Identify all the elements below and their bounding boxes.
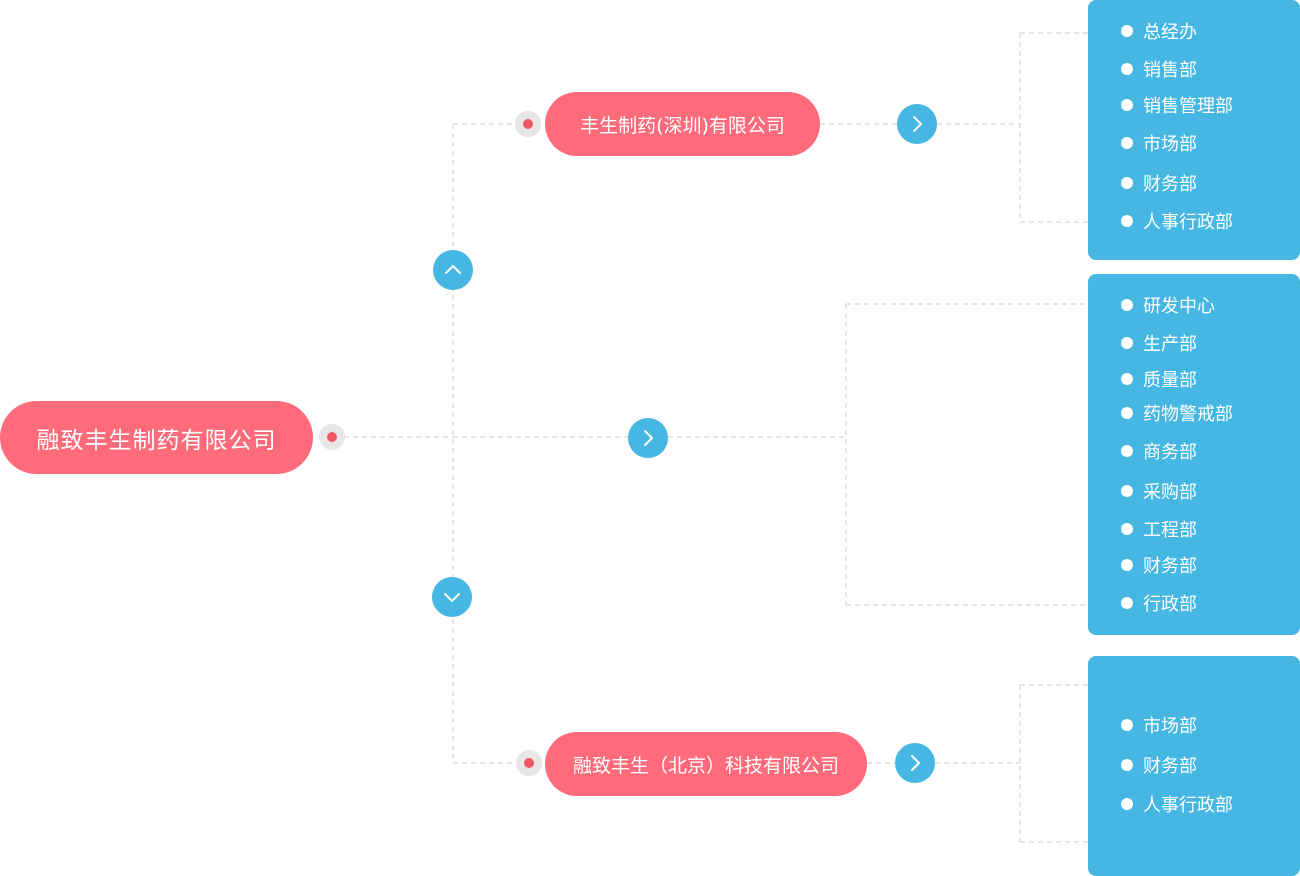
scroll-up-button[interactable] — [433, 250, 473, 290]
bullet-icon — [1121, 407, 1133, 419]
root-connector-dot — [319, 424, 345, 450]
department-label: 行政部 — [1143, 594, 1197, 615]
department-item[interactable]: 工程部 — [1121, 516, 1197, 542]
department-item[interactable]: 质量部 — [1121, 366, 1197, 392]
root-company-node[interactable]: 融致丰生制药有限公司 — [0, 401, 313, 474]
branch-3-department-panel: 市场部 财务部 人事行政部 — [1088, 656, 1300, 876]
department-item[interactable]: 采购部 — [1121, 478, 1197, 504]
department-label: 人事行政部 — [1143, 212, 1233, 233]
department-label: 质量部 — [1143, 370, 1197, 391]
department-label: 财务部 — [1143, 756, 1197, 777]
branch-1-company-label: 丰生制药(深圳)有限公司 — [580, 114, 785, 137]
department-item[interactable]: 销售管理部 — [1121, 92, 1233, 118]
bullet-icon — [1121, 299, 1133, 311]
bullet-icon — [1121, 597, 1133, 609]
department-item[interactable]: 研发中心 — [1121, 292, 1215, 318]
bullet-icon — [1121, 485, 1133, 497]
department-label: 生产部 — [1143, 334, 1197, 355]
department-item[interactable]: 财务部 — [1121, 752, 1197, 778]
department-label: 总经办 — [1143, 22, 1197, 43]
branch-1-company-node[interactable]: 丰生制药(深圳)有限公司 — [545, 92, 820, 156]
department-label: 人事行政部 — [1143, 795, 1233, 816]
department-item[interactable]: 总经办 — [1121, 18, 1197, 44]
department-item[interactable]: 市场部 — [1121, 712, 1197, 738]
department-label: 销售管理部 — [1143, 96, 1233, 117]
department-label: 销售部 — [1143, 60, 1197, 81]
department-item[interactable]: 人事行政部 — [1121, 208, 1233, 234]
branch-2-expand-button[interactable] — [628, 418, 668, 458]
bullet-icon — [1121, 559, 1133, 571]
branch-2-department-panel: 研发中心 生产部 质量部 药物警戒部 商务部 采购部 工程部 财务部 — [1088, 274, 1300, 635]
chevron-right-icon — [911, 755, 920, 771]
department-label: 研发中心 — [1143, 296, 1215, 317]
department-label: 财务部 — [1143, 174, 1197, 195]
department-label: 商务部 — [1143, 442, 1197, 463]
bullet-icon — [1121, 798, 1133, 810]
department-item[interactable]: 行政部 — [1121, 590, 1197, 616]
branch-1-expand-button[interactable] — [897, 104, 937, 144]
department-item[interactable]: 财务部 — [1121, 552, 1197, 578]
branch-3-company-node[interactable]: 融致丰生（北京）科技有限公司 — [545, 732, 867, 796]
branch-3-expand-button[interactable] — [895, 743, 935, 783]
department-item[interactable]: 药物警戒部 — [1121, 400, 1233, 426]
department-item[interactable]: 商务部 — [1121, 438, 1197, 464]
department-item[interactable]: 生产部 — [1121, 330, 1197, 356]
chevron-down-icon — [444, 593, 460, 602]
bullet-icon — [1121, 759, 1133, 771]
bullet-icon — [1121, 445, 1133, 457]
chevron-right-icon — [913, 116, 922, 132]
bullet-icon — [1121, 373, 1133, 385]
bullet-icon — [1121, 25, 1133, 37]
bullet-icon — [1121, 215, 1133, 227]
bullet-icon — [1121, 63, 1133, 75]
department-item[interactable]: 人事行政部 — [1121, 791, 1233, 817]
department-label: 市场部 — [1143, 134, 1197, 155]
bullet-icon — [1121, 99, 1133, 111]
bullet-icon — [1121, 719, 1133, 731]
branch-1-department-panel: 总经办 销售部 销售管理部 市场部 财务部 人事行政部 — [1088, 0, 1300, 260]
department-label: 采购部 — [1143, 482, 1197, 503]
branch-1-connector-dot — [515, 111, 541, 137]
chevron-right-icon — [644, 430, 653, 446]
bullet-icon — [1121, 137, 1133, 149]
department-label: 药物警戒部 — [1143, 404, 1233, 425]
department-item[interactable]: 市场部 — [1121, 130, 1197, 156]
scroll-down-button[interactable] — [432, 577, 472, 617]
chevron-up-icon — [445, 265, 461, 274]
bullet-icon — [1121, 177, 1133, 189]
branch-3-connector-dot — [516, 750, 542, 776]
department-item[interactable]: 财务部 — [1121, 170, 1197, 196]
branch-3-company-label: 融致丰生（北京）科技有限公司 — [572, 754, 839, 777]
bullet-icon — [1121, 337, 1133, 349]
department-item[interactable]: 销售部 — [1121, 56, 1197, 82]
department-label: 工程部 — [1143, 520, 1197, 541]
bullet-icon — [1121, 523, 1133, 535]
department-label: 财务部 — [1143, 556, 1197, 577]
department-label: 市场部 — [1143, 716, 1197, 737]
root-company-label: 融致丰生制药有限公司 — [36, 427, 277, 454]
